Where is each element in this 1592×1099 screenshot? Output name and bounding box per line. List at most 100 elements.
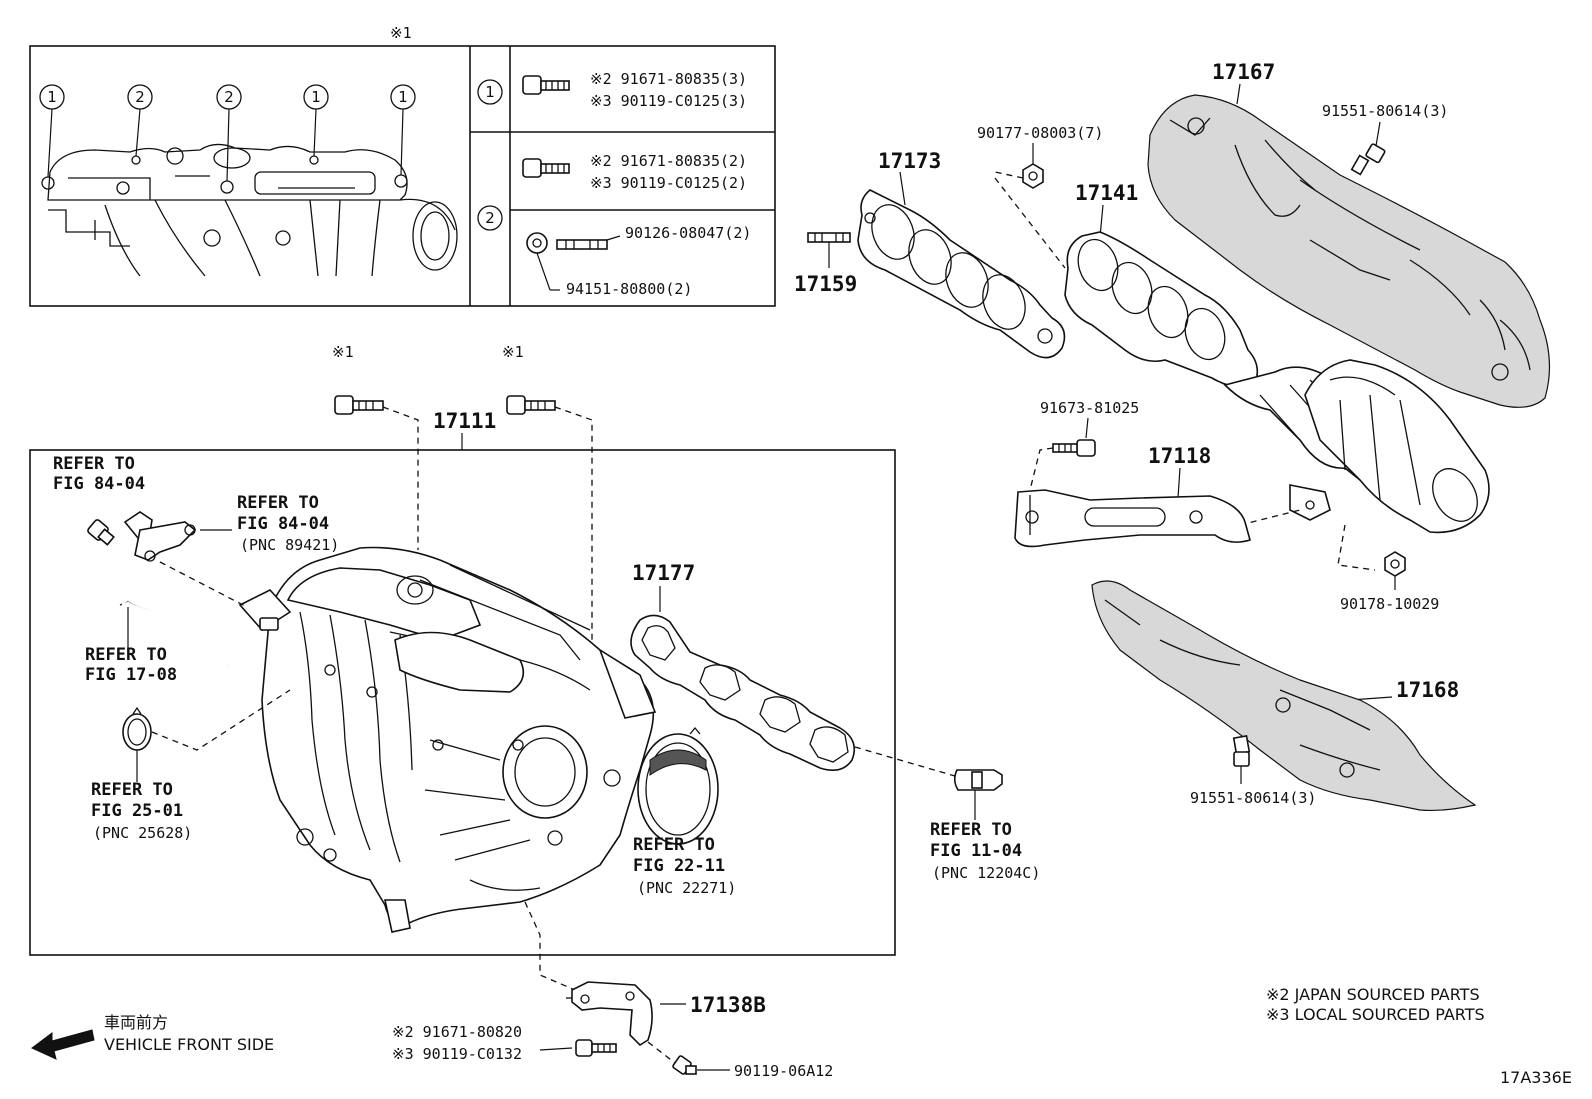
refer-label-1[interactable]: REFER TO FIG 84-04: [53, 454, 145, 494]
svg-text:REFER TO: REFER TO: [91, 780, 173, 800]
bolt-91671-bottom: ※2 91671-80820 ※3 90119-C0132: [392, 1023, 617, 1063]
svg-text:FIG 22-11: FIG 22-11: [633, 856, 725, 876]
exhaust-gasket-17173: 17173: [857, 149, 1066, 359]
svg-text:1: 1: [485, 83, 495, 101]
exhaust-manifold-17141: 17141: [1064, 181, 1490, 571]
part-9011906-label: 90119-06A12: [734, 1062, 833, 1080]
svg-text:FIG 84-04: FIG 84-04: [237, 514, 329, 534]
stay-17118: 17118: [1014, 444, 1251, 548]
bolt-9011906: 90119-06A12: [672, 1055, 833, 1080]
inset-row-2: 2 ※2 91671-80835(2) ※3 90119-C0125(2) 90…: [477, 152, 751, 298]
intake-manifold-body: [238, 546, 657, 933]
bolt-part-jp: ※2 91671-80835(2): [590, 152, 747, 170]
bolt-pattern-inset: ※1: [29, 24, 776, 307]
position-marker: 1: [303, 84, 329, 110]
position-marker: 1: [39, 84, 65, 110]
nut-part: 94151-80800(2): [566, 280, 692, 298]
part-17118-label: 17118: [1148, 444, 1211, 468]
part-90178-label: 90178-10029: [1340, 595, 1439, 613]
nut-90177: 90177-08003(7): [977, 124, 1103, 269]
svg-text:REFER TO: REFER TO: [53, 454, 135, 474]
bolt-part-local: ※3 90119-C0125(2): [590, 174, 747, 192]
marker-1a: ※1: [332, 343, 354, 361]
front-label-en: VEHICLE FRONT SIDE: [104, 1035, 274, 1054]
sensor-bolt: [87, 519, 115, 546]
svg-text:(PNC 12204C): (PNC 12204C): [932, 864, 1040, 882]
gasket-ring: [122, 706, 152, 751]
part-17159-label: 17159: [794, 272, 857, 296]
marker-1b: ※1: [502, 343, 524, 361]
bolt-part-jp: ※2 91671-80835(3): [590, 70, 747, 88]
nut-icon: [526, 232, 548, 254]
part-17167-label: 17167: [1212, 60, 1275, 84]
svg-text:REFER TO: REFER TO: [85, 645, 167, 665]
part-17177-label: 17177: [632, 561, 695, 585]
bolt-part-local: ※3 90119-C0125(3): [590, 92, 747, 110]
flange-bolt-icon: [506, 395, 556, 415]
stud-part: 90126-08047(2): [625, 224, 751, 242]
bolt-91551-upper: 91551-80614(3): [1322, 102, 1448, 176]
flange-bolt-icon: [522, 158, 570, 178]
svg-text:(PNC 25628): (PNC 25628): [93, 824, 192, 842]
bolt-91673: 91673-81025: [1029, 399, 1139, 491]
diagram-id: 17A336E: [1500, 1068, 1572, 1087]
svg-text:1: 1: [398, 88, 408, 106]
heat-insulator-17168: 17168: [1091, 580, 1477, 812]
part-17111-label: 17111: [433, 409, 496, 433]
manifold-gasket-17177: 17177: [630, 561, 856, 771]
svg-text:(PNC 22271): (PNC 22271): [637, 879, 736, 897]
front-arrow-icon: [31, 1029, 95, 1060]
svg-text:2: 2: [224, 88, 234, 106]
position-marker: 2: [127, 84, 153, 110]
refer-label-2[interactable]: REFER TO FIG 84-04 (PNC 89421): [237, 493, 339, 554]
svg-text:FIG 84-04: FIG 84-04: [53, 474, 145, 494]
svg-text:REFER TO: REFER TO: [237, 493, 319, 513]
throttle-gasket: [637, 726, 719, 845]
part-91671-bottom-label: ※2 91671-80820: [392, 1023, 522, 1041]
svg-text:(PNC 89421): (PNC 89421): [240, 536, 339, 554]
svg-text:FIG 11-04: FIG 11-04: [930, 841, 1022, 861]
bracket-17138b: 17138B: [524, 901, 766, 1064]
part-91551-upper-label: 91551-80614(3): [1322, 102, 1448, 120]
refer-label-4[interactable]: REFER TO FIG 25-01 (PNC 25628): [91, 780, 192, 842]
front-label-jp: 車両前方: [104, 1013, 168, 1032]
refer-label-3[interactable]: REFER TO FIG 17-08: [85, 645, 177, 685]
inset-marker: ※1: [390, 24, 412, 42]
svg-text:REFER TO: REFER TO: [930, 820, 1012, 840]
bolt-91551-lower: 91551-80614(3): [1190, 734, 1316, 807]
svg-text:FIG 25-01: FIG 25-01: [91, 801, 183, 821]
position-marker: 2: [216, 84, 242, 110]
part-90119-bottom-label: ※3 90119-C0132: [392, 1045, 522, 1063]
intake-manifold-assembly: 17111 ※1 ※1: [29, 343, 896, 956]
inset-row-1: 1 ※2 91671-80835(3) ※3 90119-C0125(3): [477, 70, 747, 110]
fuel-injector: [953, 769, 1003, 820]
svg-text:2: 2: [135, 88, 145, 106]
stud-17159: 17159: [794, 232, 857, 296]
vehicle-front-indicator: 車両前方 VEHICLE FRONT SIDE: [31, 1013, 274, 1060]
vacuum-hose: [119, 601, 230, 667]
part-90177-label: 90177-08003(7): [977, 124, 1103, 142]
part-17141-label: 17141: [1075, 181, 1138, 205]
map-sensor: [123, 511, 197, 562]
part-17138b-label: 17138B: [690, 993, 766, 1017]
inset-frame: [29, 45, 776, 307]
inset-position-markers: 1 2 2 1 1: [39, 84, 416, 182]
svg-text:1: 1: [311, 88, 321, 106]
position-marker: 1: [390, 84, 416, 110]
heat-insulator-17167: 17167: [1147, 60, 1551, 408]
svg-text:FIG 17-08: FIG 17-08: [85, 665, 177, 685]
svg-text:2: 2: [485, 209, 495, 227]
part-17173-label: 17173: [878, 149, 941, 173]
svg-text:REFER TO: REFER TO: [633, 835, 715, 855]
refer-label-5[interactable]: REFER TO FIG 22-11 (PNC 22271): [633, 835, 736, 897]
part-17168-label: 17168: [1396, 678, 1459, 702]
nut-90178: 90178-10029: [1340, 551, 1439, 613]
part-91673-label: 91673-81025: [1040, 399, 1139, 417]
part-91551-lower-label: 91551-80614(3): [1190, 789, 1316, 807]
flange-bolt-icon: [522, 75, 570, 95]
refer-label-6[interactable]: REFER TO FIG 11-04 (PNC 12204C): [930, 820, 1040, 882]
flange-bolt-icon: [334, 395, 384, 415]
inset-flange-drawing: [41, 143, 458, 277]
svg-text:1: 1: [47, 88, 57, 106]
